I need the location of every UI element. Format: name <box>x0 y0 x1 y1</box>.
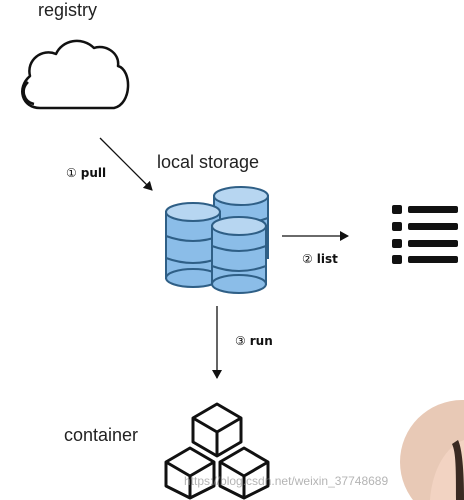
database-icon <box>165 186 269 294</box>
step-run-text: run <box>249 334 273 348</box>
cubes-icon <box>164 402 270 500</box>
local-storage-label: local storage <box>157 152 260 172</box>
avatar <box>400 400 464 500</box>
step-list-text: list <box>316 252 338 266</box>
pull-arrow <box>99 137 153 191</box>
container-label: container <box>64 425 139 445</box>
registry-label: registry <box>38 0 98 20</box>
step-pull-number: ① <box>66 166 77 180</box>
step-list-number: ② <box>302 252 313 266</box>
cloud-icon <box>21 39 130 110</box>
watermark-text: https://blog.csdn.net/weixin_37748689 <box>184 474 389 488</box>
step-pull-text: pull <box>80 166 107 180</box>
list-icon <box>392 205 458 264</box>
step-run-number: ③ <box>235 334 246 348</box>
